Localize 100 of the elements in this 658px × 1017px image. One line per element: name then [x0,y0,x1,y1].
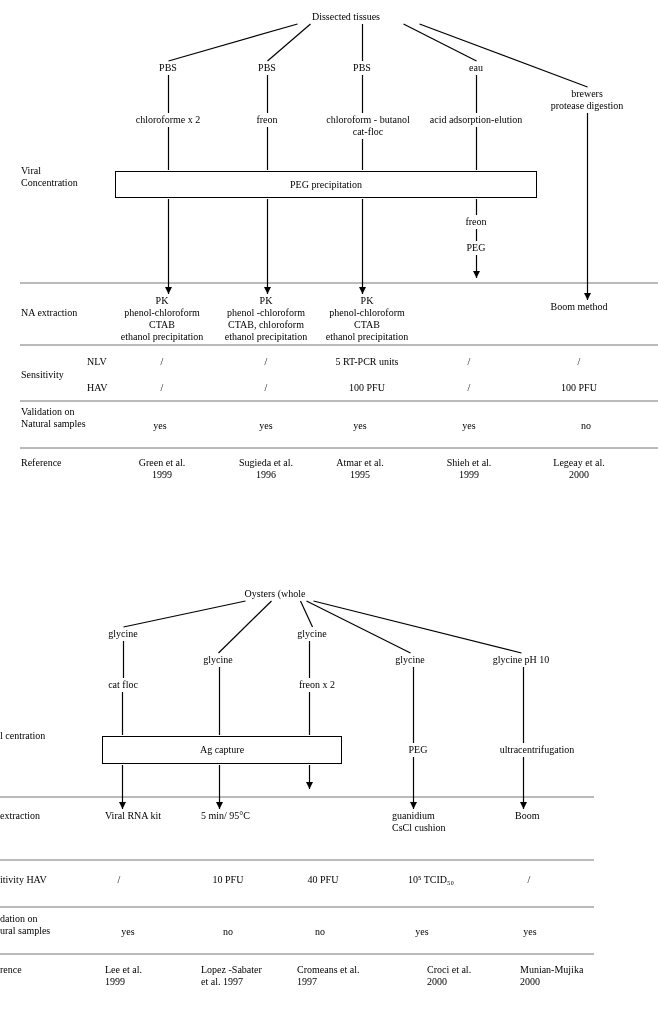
step-text: PBS [153,62,183,74]
row-header: NLV [87,356,108,368]
connector-line [308,691,311,736]
connector-line [308,640,311,679]
reference-text: Munian-Mujika 2000 [520,964,585,988]
reference-text: Atmar et al. 1995 [335,457,385,481]
connector-line [305,600,412,654]
value-text: yes [414,926,430,938]
step-text: glycine [292,628,332,640]
row-header: itivity HAV [0,874,48,886]
connector-line [122,640,125,679]
connector-line [361,23,364,62]
step-text: Oysters (whole [235,588,315,600]
step-text: PEG [461,242,491,254]
arrow [165,198,172,295]
arrow [216,764,223,810]
arrow [410,756,417,810]
value-text: yes [352,420,368,432]
connector-line [402,23,478,62]
arrow [473,254,480,279]
row-header: Validation on Natural samples [21,406,87,430]
step-text: Dissected tissues [271,11,421,23]
connector-line [312,600,523,654]
connector-line [167,126,170,171]
connector-line [475,228,478,242]
step-text: glycine [198,654,238,666]
connector-line [167,23,299,62]
arrow [520,756,527,810]
reference-text: Lopez -Sabater et al. 1997 [201,964,263,988]
connector-line [418,23,589,88]
row-header: Sensitivity [21,369,65,381]
value-text: yes [522,926,538,938]
connector-line [475,126,478,171]
connector-line [167,74,170,114]
arrow [584,112,591,301]
value-text: 100 PFU [348,382,386,394]
reference-text: Sugieda et al. 1996 [237,457,295,481]
process-box: PEG precipitation [115,171,537,198]
step-text: PBS [252,62,282,74]
reference-text: Lee et al. 1999 [105,964,143,988]
value-text: yes [120,926,136,938]
value-text: 10⁵ TCID₅₀ [406,874,456,886]
value-text: no [580,420,592,432]
reference-text: Shieh et al. 1999 [445,457,493,481]
connector-line [475,74,478,114]
arrow [119,764,126,810]
method-text: 5 min/ 95°C [201,810,261,822]
step-text: chloroforme x 2 [128,114,208,126]
reference-text: Legeay et al. 2000 [552,457,606,481]
connector-line [361,138,364,171]
step-text: freon [247,114,287,126]
row-header: NA extraction [21,307,79,319]
connector-line [266,23,312,62]
method-text: guanidium CsCl cushion [392,810,462,834]
reference-text: Croci et al. 2000 [427,964,473,988]
step-text: PBS [347,62,377,74]
process-box: Ag capture [102,736,342,764]
value-text: / [466,356,472,368]
value-text: / [116,874,122,886]
step-text: chloroform - butanol cat-floc [319,114,417,138]
step-text: glycine [103,628,143,640]
value-text: / [466,382,472,394]
value-text: / [526,874,532,886]
row-header: rence [0,964,23,976]
value-text: / [159,382,165,394]
row-header: Reference [21,457,63,469]
row-header: dation on ural samples [0,913,52,937]
row-header: HAV [87,382,109,394]
value-text: no [222,926,234,938]
connector-line [412,666,415,744]
value-text: yes [258,420,274,432]
connector-line [122,600,247,628]
value-text: 10 PFU [211,874,245,886]
method-text: Boom [515,810,555,822]
step-text: eau [461,62,491,74]
value-text: 100 PFU [560,382,598,394]
value-text: / [159,356,165,368]
connector-line [361,74,364,114]
arrow [264,198,271,295]
value-text: / [576,356,582,368]
step-text: glycine pH 10 [486,654,556,666]
connector-line [218,666,221,736]
method-text: Boom method [548,301,610,313]
step-text: brewers protease digestion [539,88,635,112]
step-text: freon [461,216,491,228]
method-text: Viral RNA kit [105,810,175,822]
value-text: yes [152,420,168,432]
connector-line [266,126,269,171]
reference-text: Cromeans et al. 1997 [297,964,361,988]
step-text: freon x 2 [294,679,340,691]
step-text: ultracentrifugation [494,744,580,756]
connector-line [217,600,273,654]
method-text: PK phenol-chloroform CTAB ethanol precipitation [109,295,215,343]
step-text: acid adsorption-elution [425,114,527,126]
reference-text: Green et al. 1999 [137,457,187,481]
value-text: 40 PFU [306,874,340,886]
row-header: l centration [0,730,46,742]
connector-line [266,74,269,114]
arrow [306,764,313,790]
value-text: no [314,926,326,938]
